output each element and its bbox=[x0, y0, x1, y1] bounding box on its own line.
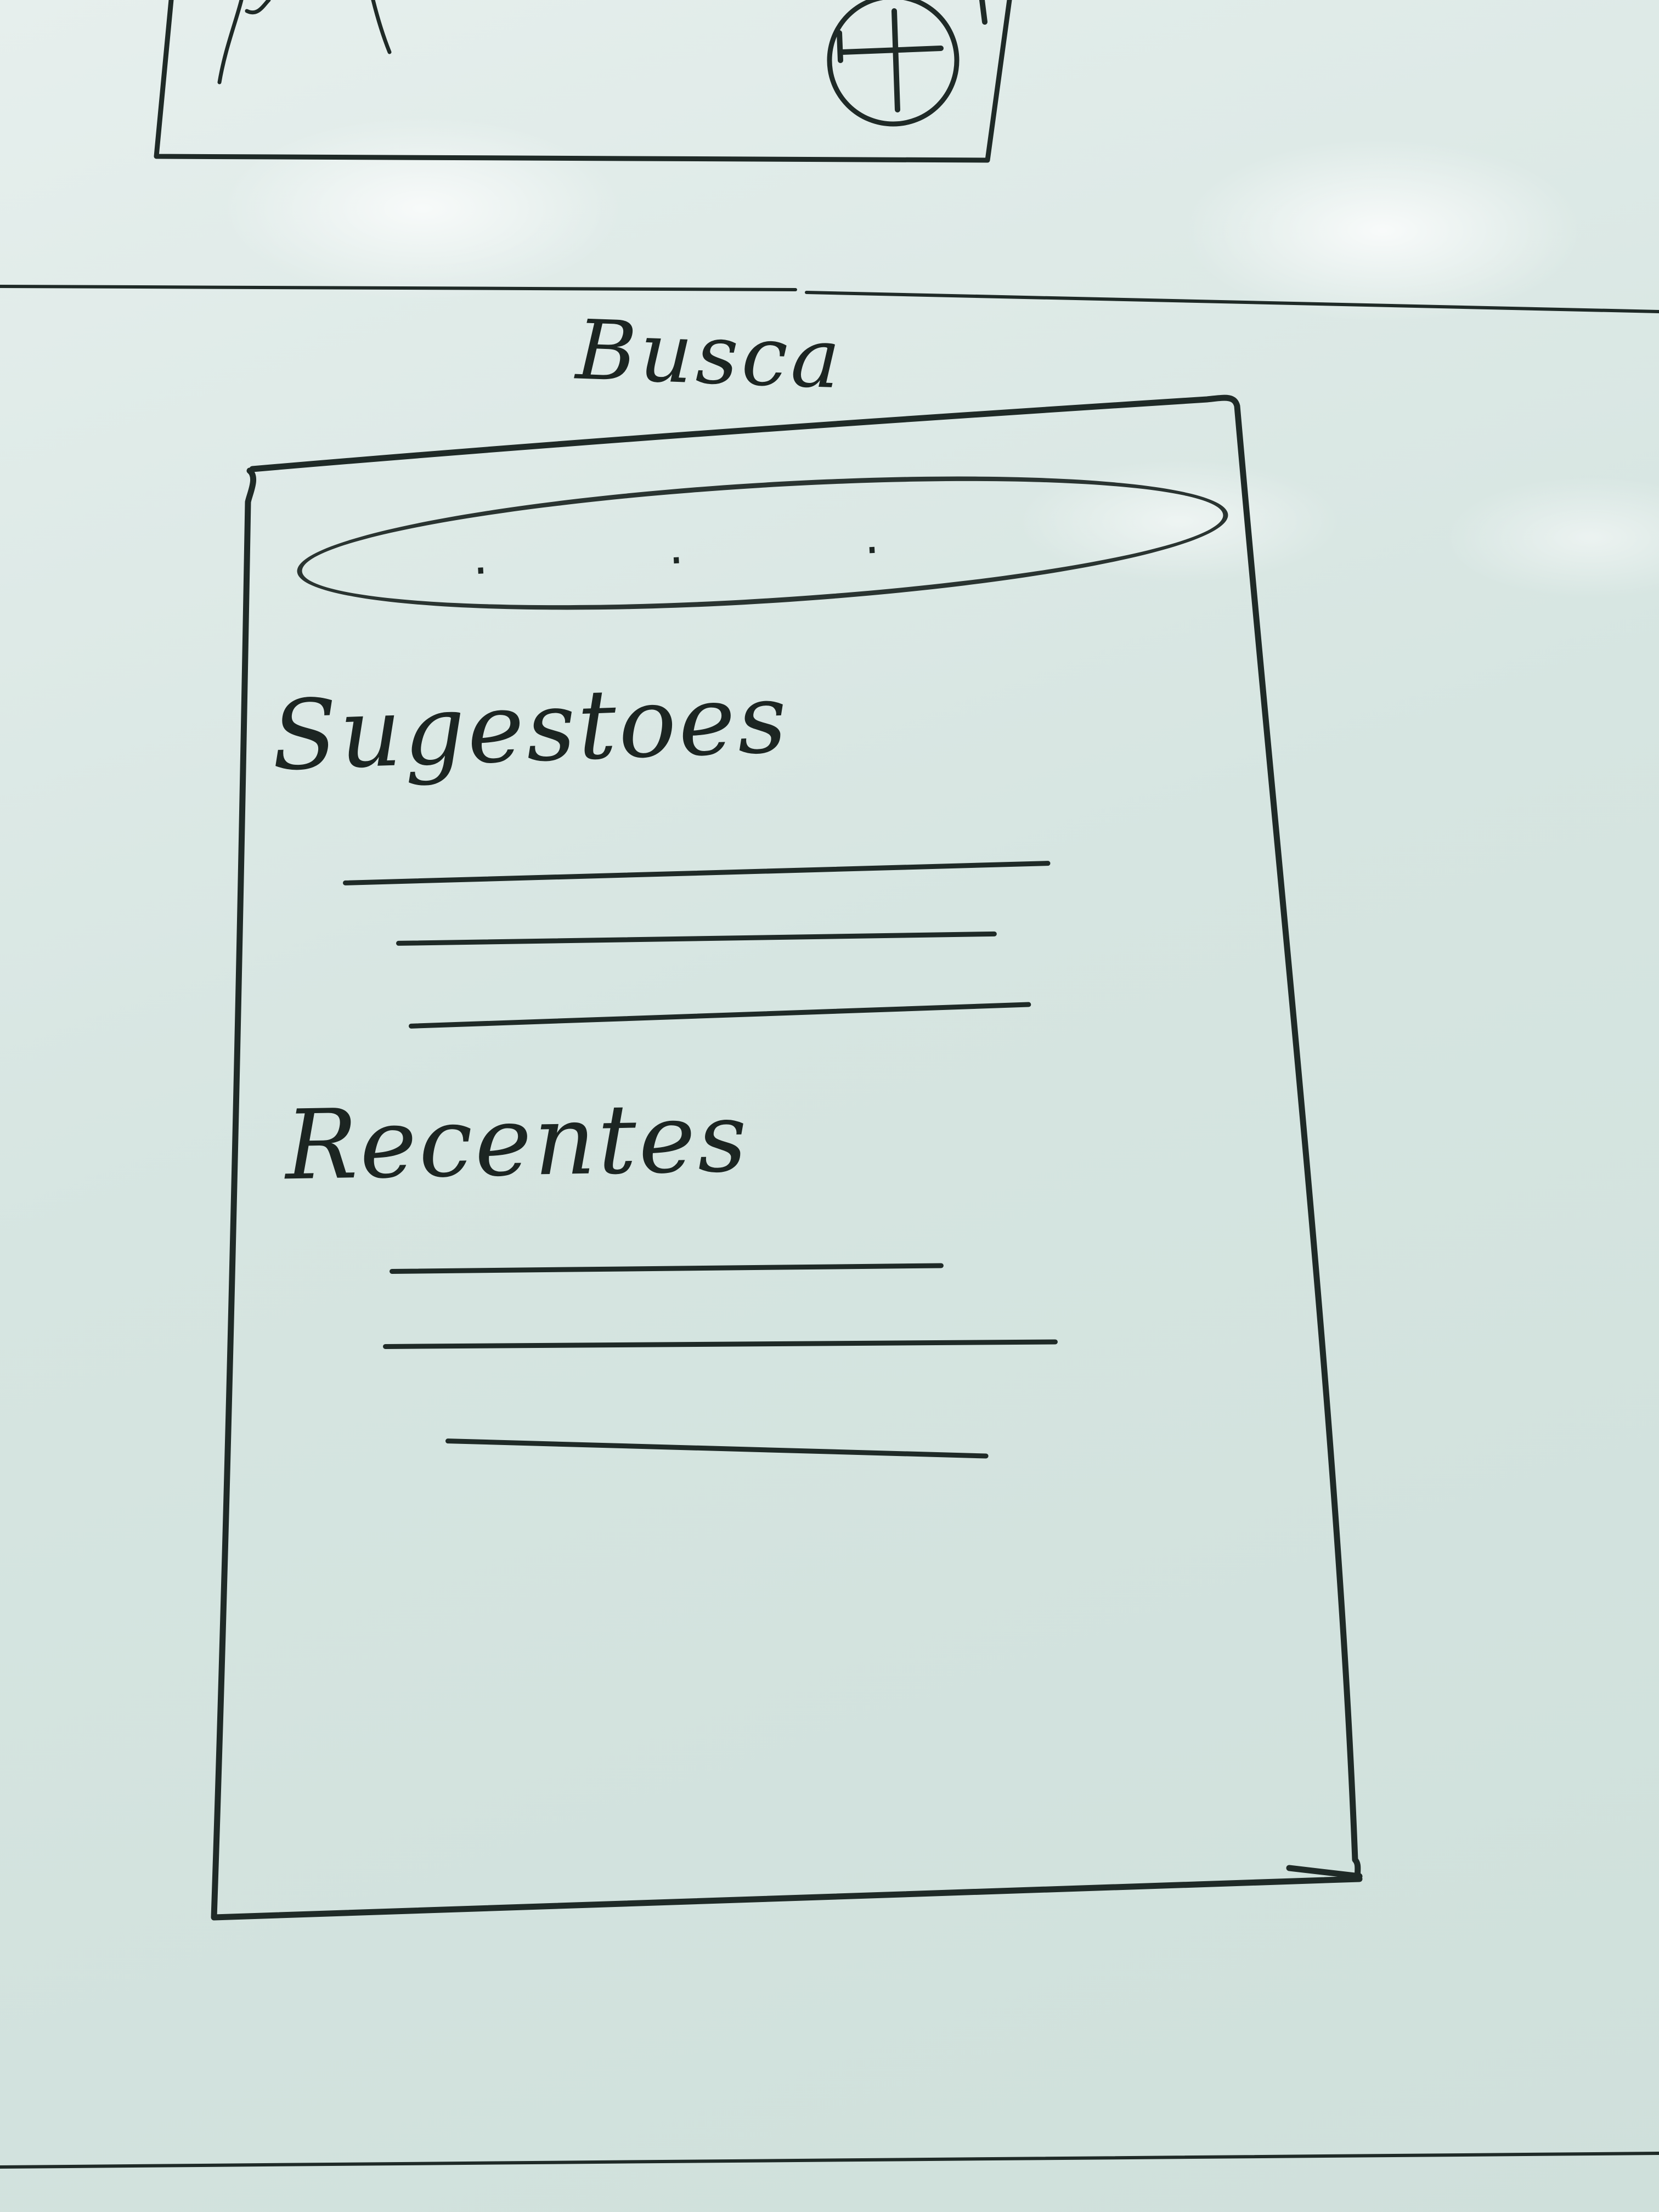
screen-title: Busca bbox=[574, 302, 845, 408]
add-button-circle bbox=[827, 0, 960, 127]
prev-screen-scribble bbox=[217, 0, 392, 84]
phone-frame bbox=[211, 394, 1363, 1921]
board-divider-bottom bbox=[0, 2152, 1659, 2169]
section-heading-sugestoes: Sugestoes bbox=[269, 663, 791, 793]
board-divider-top bbox=[0, 285, 1659, 313]
add-button-plus-icon bbox=[837, 0, 988, 112]
prev-screen-frame bbox=[154, 0, 1012, 163]
section-heading-recentes: Recentes bbox=[284, 1082, 751, 1202]
